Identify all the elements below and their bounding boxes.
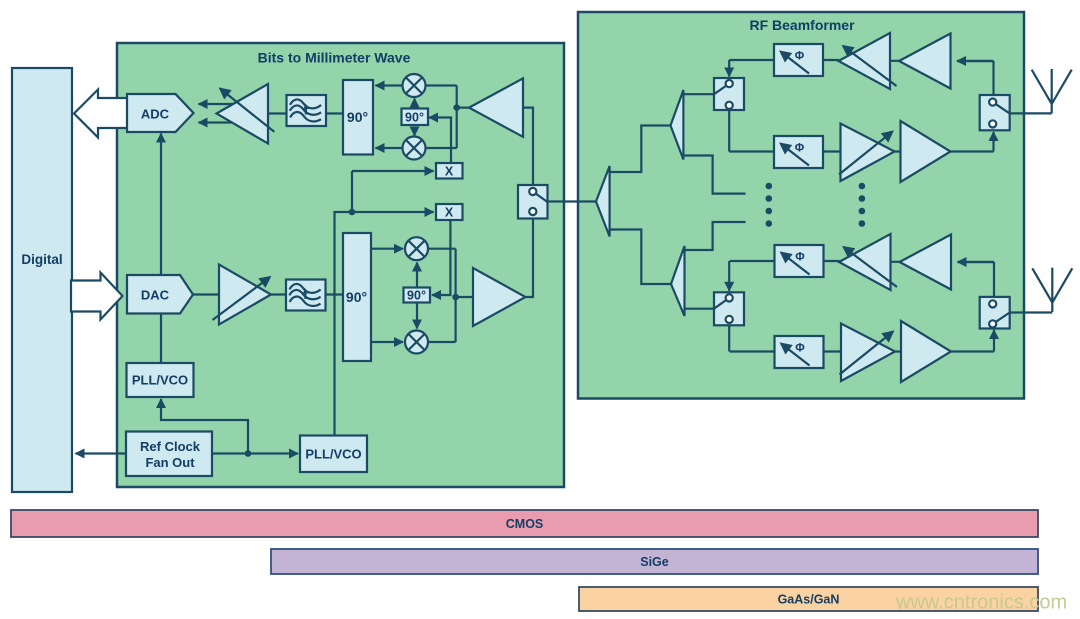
svg-text:90°: 90° — [346, 289, 367, 305]
svg-text:Fan Out: Fan Out — [145, 455, 195, 470]
svg-text:Digital: Digital — [21, 252, 62, 267]
svg-text:X: X — [445, 206, 454, 220]
svg-text:PLL/VCO: PLL/VCO — [132, 373, 188, 388]
svg-text:www.cntronics.com: www.cntronics.com — [895, 592, 1067, 614]
svg-text:PLL/VCO: PLL/VCO — [305, 447, 361, 462]
svg-text:DAC: DAC — [141, 288, 170, 303]
svg-text:Ref Clock: Ref Clock — [140, 439, 201, 454]
svg-text:SiGe: SiGe — [640, 555, 669, 569]
svg-text:Bits to Millimeter Wave: Bits to Millimeter Wave — [258, 50, 411, 66]
svg-text:X: X — [445, 165, 454, 179]
svg-text:90°: 90° — [407, 289, 426, 303]
svg-text:RF Beamformer: RF Beamformer — [749, 17, 855, 33]
svg-text:GaAs/GaN: GaAs/GaN — [778, 593, 840, 607]
svg-text:ADC: ADC — [141, 107, 170, 122]
svg-text:CMOS: CMOS — [506, 517, 544, 531]
svg-text:90°: 90° — [405, 111, 424, 125]
svg-text:90°: 90° — [347, 109, 368, 125]
